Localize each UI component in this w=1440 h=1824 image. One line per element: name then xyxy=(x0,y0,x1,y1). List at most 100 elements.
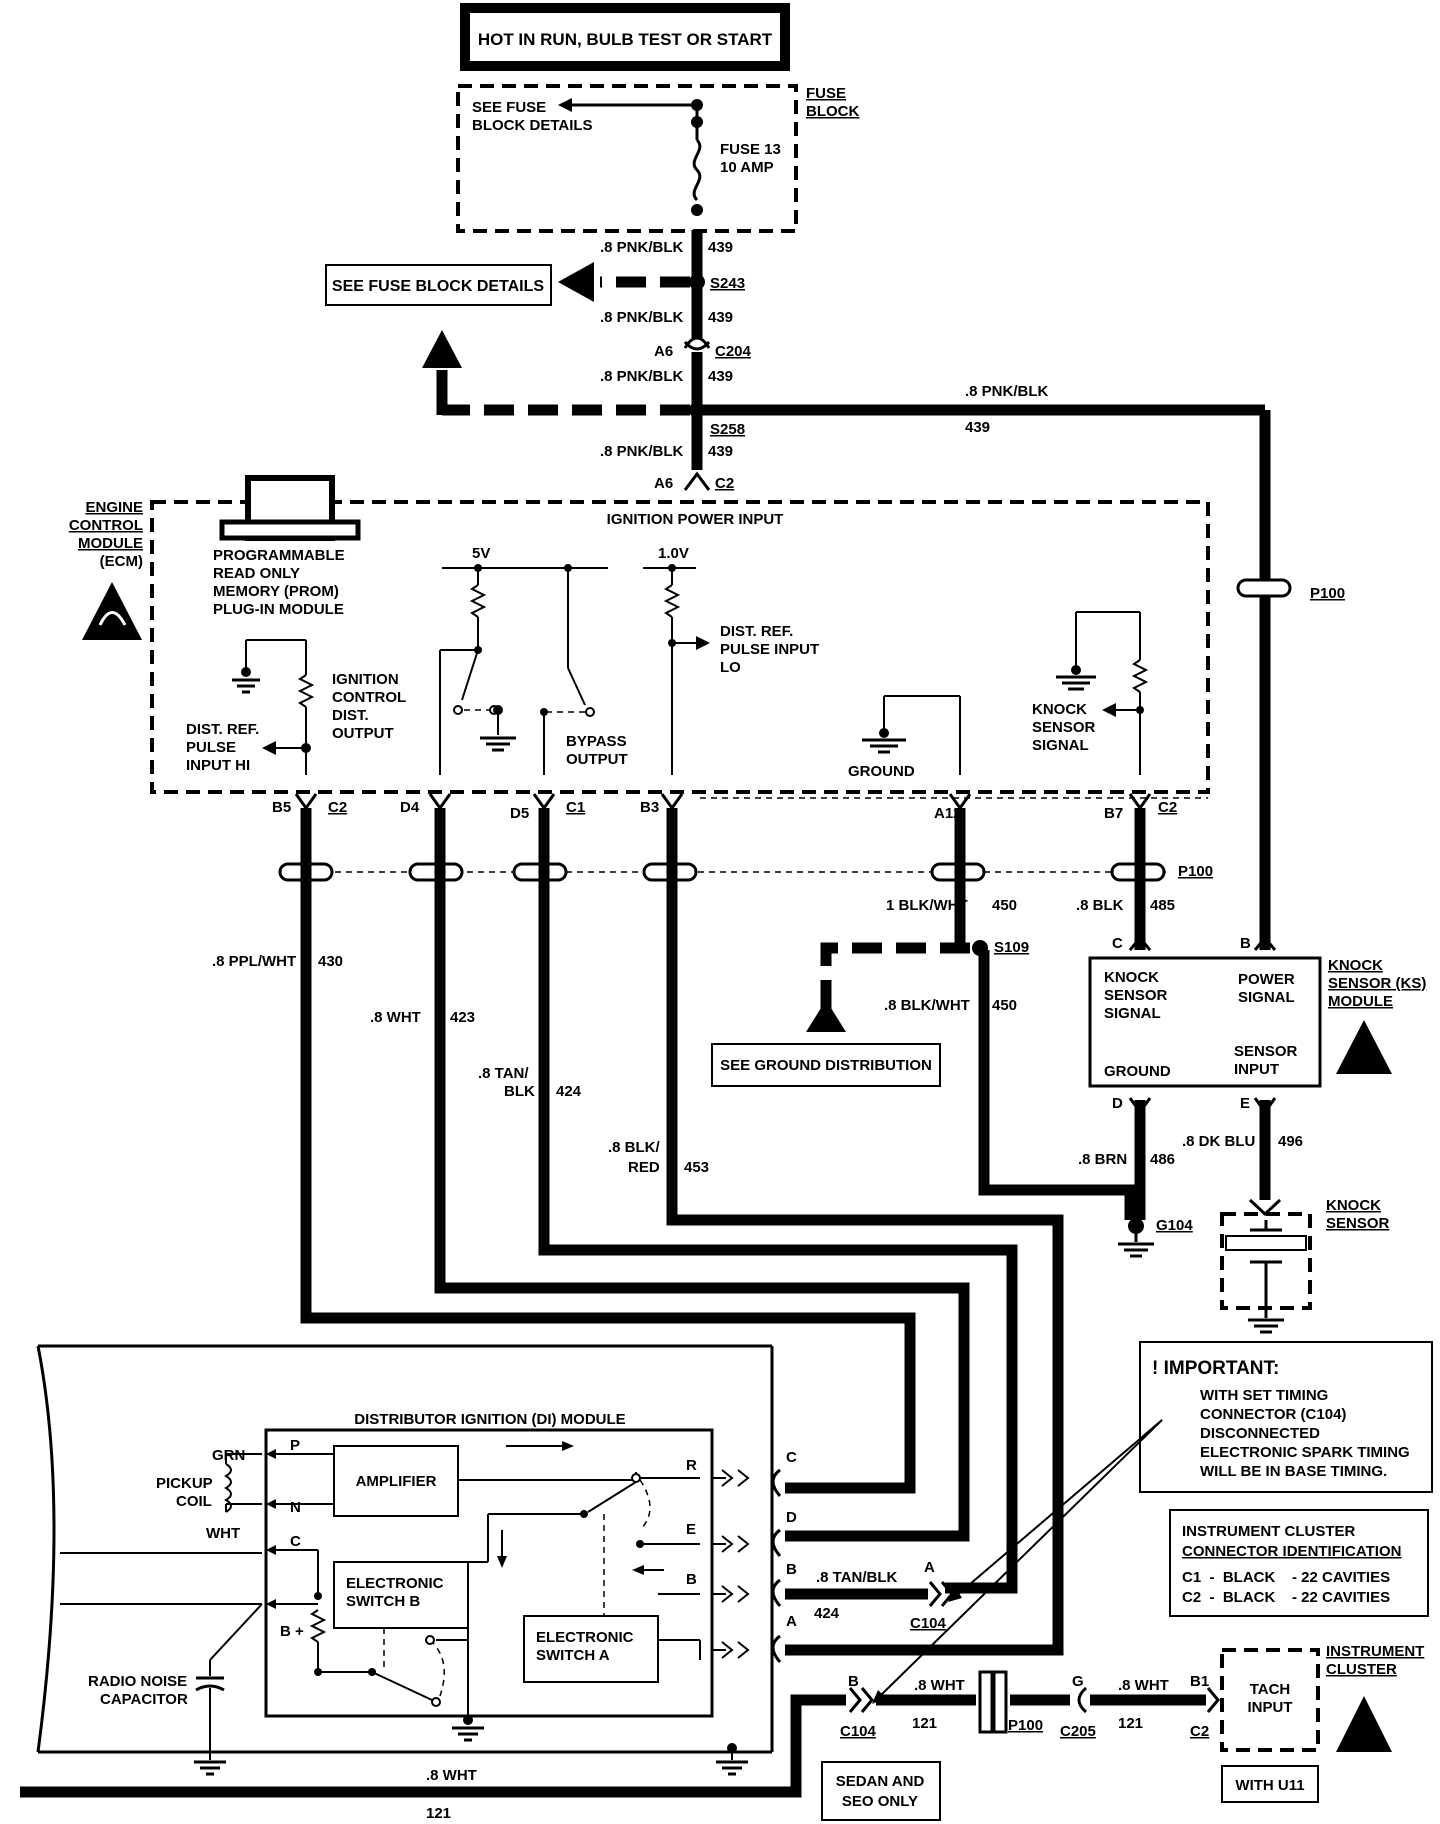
ignition-power-input: IGNITION POWER INPUT xyxy=(607,511,784,528)
power-condition-label: HOT IN RUN, BULB TEST OR START xyxy=(478,30,773,49)
feed-right-color: .8 PNK/BLK xyxy=(965,383,1049,400)
tach-w121-circuit-1: 121 xyxy=(912,1715,937,1732)
knock-sensor-1: KNOCK xyxy=(1326,1197,1381,1214)
w496-color: .8 DK BLU xyxy=(1182,1133,1255,1150)
tach-pin-a: A xyxy=(924,1559,935,1576)
grn-label: GRN xyxy=(212,1447,245,1464)
feed-wire-color-3: .8 PNK/BLK xyxy=(600,368,684,385)
ign-ctrl-3: DIST. xyxy=(332,707,369,724)
cluster-connector-id: INSTRUMENT CLUSTER CONNECTOR IDENTIFICAT… xyxy=(1169,1509,1429,1617)
sedan-2: SEO ONLY xyxy=(842,1793,918,1810)
fuse-details-2: BLOCK DETAILS xyxy=(472,117,593,134)
splice-s109: S109 xyxy=(994,939,1029,956)
w450-color-1: 1 BLK/WHT xyxy=(886,897,968,914)
splice-s243: S243 xyxy=(710,275,745,292)
feed-wire-color-1: .8 PNK/BLK xyxy=(600,239,684,256)
ks-title-2: SENSOR (KS) xyxy=(1328,975,1426,992)
important-line-3: DISCONNECTED xyxy=(1200,1425,1320,1442)
radio-noise-2: CAPACITOR xyxy=(100,1691,188,1708)
ks-power-1: POWER xyxy=(1238,971,1295,988)
w453-color-1: .8 BLK/ xyxy=(608,1139,661,1156)
details-arrow-icon xyxy=(558,98,572,112)
tach-input-1: TACH xyxy=(1250,1681,1291,1698)
prom-line-4: PLUG-IN MODULE xyxy=(213,601,344,618)
pin-b3: B3 xyxy=(640,799,659,816)
di-pin-p: P xyxy=(290,1437,300,1454)
w485-circuit: 485 xyxy=(1150,897,1175,914)
di-pin-n: N xyxy=(290,1499,301,1516)
w430-color: .8 PPL/WHT xyxy=(212,953,296,970)
di-conn-b: B xyxy=(786,1561,797,1578)
g104-label: G104 xyxy=(1156,1217,1193,1234)
w450-circuit-2: 450 xyxy=(992,997,1017,1014)
feed-wire-color-4: .8 PNK/BLK xyxy=(600,443,684,460)
power-feed: .8 PNK/BLK 439 S243 SEE FUSE BLOCK DETAI… xyxy=(325,230,1271,950)
pickup-1: PICKUP xyxy=(156,1475,213,1492)
tach-c104-bottom: C104 xyxy=(840,1723,877,1740)
ecm-module: ENGINE CONTROL MODULE (ECM) IGNITION POW… xyxy=(69,475,1210,794)
w486-color: .8 BRN xyxy=(1078,1151,1127,1168)
ign-ctrl-4: OUTPUT xyxy=(332,725,394,742)
important-line-5: WILL BE IN BASE TIMING. xyxy=(1200,1463,1387,1480)
tach-w121-color-2: .8 WHT xyxy=(1118,1677,1169,1694)
pin-b7-conn: C2 xyxy=(1158,799,1177,816)
ks-module: C B KNOCK SENSOR SIGNAL POWER SIGNAL GRO… xyxy=(1078,935,1426,1334)
pin-b5-conn: C2 xyxy=(328,799,347,816)
tach-c2: C2 xyxy=(1190,1723,1209,1740)
ign-ctrl-1: IGNITION xyxy=(332,671,399,688)
dist-ref-hi-2: PULSE xyxy=(186,739,236,756)
power-condition-box: HOT IN RUN, BULB TEST OR START xyxy=(460,3,790,71)
w450-circuit-1: 450 xyxy=(992,897,1017,914)
ks-title-3: MODULE xyxy=(1328,993,1393,1010)
w453-circuit: 453 xyxy=(684,1159,709,1176)
fuse-block-title-2: BLOCK xyxy=(806,103,859,120)
ks-sensor-input-1: SENSOR xyxy=(1234,1043,1298,1060)
resistor-icon xyxy=(297,674,315,708)
feed-circuit-3: 439 xyxy=(708,368,733,385)
switch-a-2: SWITCH A xyxy=(536,1647,610,1664)
left-arrow-icon xyxy=(558,262,594,302)
ground-dist-arrow-icon xyxy=(806,1000,846,1032)
pin-a6-1: A6 xyxy=(654,343,673,360)
ks-knock-3: SIGNAL xyxy=(1104,1005,1161,1022)
w424-color-1: .8 TAN/ xyxy=(478,1065,529,1082)
cluster-id-row-1: C1 - BLACK - 22 CAVITIES xyxy=(1182,1569,1390,1586)
pin-d4: D4 xyxy=(400,799,420,816)
cluster-id-title-2: CONNECTOR IDENTIFICATION xyxy=(1182,1543,1401,1560)
dist-ref-lo-3: LO xyxy=(720,659,741,676)
w496-circuit: 496 xyxy=(1278,1133,1303,1150)
tach-c104-top: C104 xyxy=(910,1615,947,1632)
dist-ref-lo-1: DIST. REF. xyxy=(720,623,793,640)
ecm-knock-3: SIGNAL xyxy=(1032,737,1089,754)
di-conn-d: D xyxy=(786,1509,797,1526)
up-arrow-icon xyxy=(422,330,462,368)
di-conn-c: C xyxy=(786,1449,797,1466)
tach-pin-b: B xyxy=(848,1673,859,1690)
splice-s258: S258 xyxy=(710,421,745,438)
pin-d5-conn: C1 xyxy=(566,799,585,816)
important-line-4: ELECTRONIC SPARK TIMING xyxy=(1200,1444,1410,1461)
tach-wiring: A .8 TAN/BLK 424 C104 B C104 .8 WHT 121 … xyxy=(20,1559,1424,1822)
tach-w121-color-1: .8 WHT xyxy=(914,1677,965,1694)
prom-line-1: PROGRAMMABLE xyxy=(213,547,345,564)
ecm-title-2: CONTROL xyxy=(69,517,143,534)
switch-b-1: ELECTRONIC xyxy=(346,1575,444,1592)
feed-circuit-2: 439 xyxy=(708,309,733,326)
tach-pin-b1: B1 xyxy=(1190,1673,1209,1690)
di-conn-a: A xyxy=(786,1613,797,1630)
di-pin-b: B xyxy=(686,1571,697,1588)
di-title: DISTRIBUTOR IGNITION (DI) MODULE xyxy=(354,1411,625,1428)
conn-c204: C204 xyxy=(715,343,752,360)
ks-power-2: SIGNAL xyxy=(1238,989,1295,1006)
ecm-pins: B5 C2 D4 D5 C1 B3 A12 B7 C2 xyxy=(272,793,1208,822)
dist-ref-hi-1: DIST. REF. xyxy=(186,721,259,738)
pin-b5: B5 xyxy=(272,799,291,816)
tach-w424-color: .8 TAN/BLK xyxy=(816,1569,898,1586)
fuse-block-title-1: FUSE xyxy=(806,85,846,102)
ks-knock-1: KNOCK xyxy=(1104,969,1159,986)
p100-label: P100 xyxy=(1178,863,1213,880)
pin-d5: D5 xyxy=(510,805,529,822)
w423-circuit: 423 xyxy=(450,1009,475,1026)
w423-color: .8 WHT xyxy=(370,1009,421,1026)
bottom-w121-circuit: 121 xyxy=(426,1805,451,1822)
